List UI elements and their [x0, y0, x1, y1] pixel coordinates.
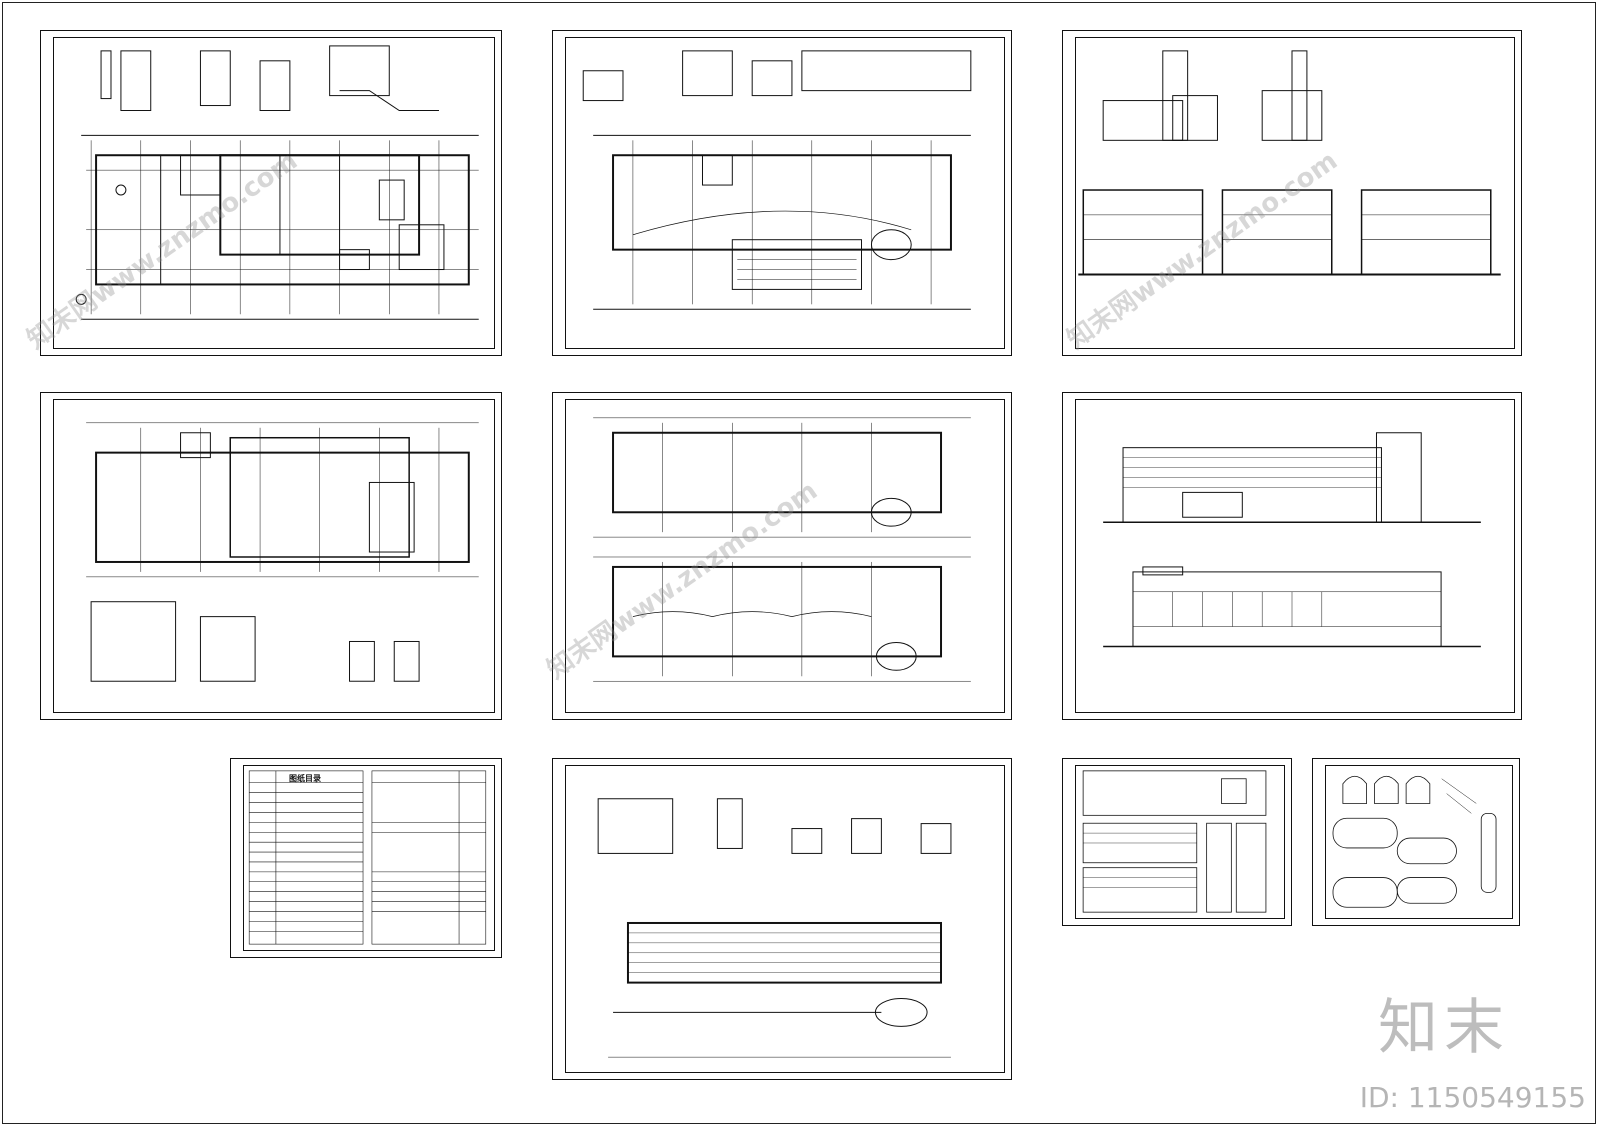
- detail-a-drawing: [1082, 770, 1267, 913]
- image-id-label: ID: 1150549155: [1359, 1081, 1586, 1114]
- detail-b-drawing: [1332, 775, 1497, 908]
- sections-drawing: [1078, 50, 1501, 276]
- sheet-elevations[interactable]: [1062, 392, 1522, 720]
- sheet-detail-a[interactable]: [1062, 758, 1292, 926]
- floor-plan-1-drawing: [75, 45, 479, 320]
- brand-logo: 知末: [1378, 993, 1510, 1063]
- roof-plan-drawing: [597, 798, 952, 1058]
- floor-plans-4-5-drawing: [593, 417, 971, 682]
- sheet-roof-plan[interactable]: [552, 758, 1012, 1080]
- sheet-floor-plan-2[interactable]: [552, 30, 1012, 356]
- elevations-drawing: [1103, 432, 1481, 648]
- floor-plan-3-drawing: [86, 422, 479, 682]
- sheet-drawing-list[interactable]: 图纸目录: [230, 758, 502, 958]
- drawing-list-title: 图纸目录: [289, 774, 321, 783]
- sheet-floor-plans-4-5[interactable]: [552, 392, 1012, 720]
- sheet-floor-plan-1[interactable]: [40, 30, 502, 356]
- sheet-sections[interactable]: [1062, 30, 1522, 356]
- sheet-detail-b[interactable]: [1312, 758, 1520, 926]
- drawing-list-table: [248, 770, 487, 945]
- sheet-floor-plan-3[interactable]: [40, 392, 502, 720]
- floor-plan-2-drawing: [582, 50, 972, 310]
